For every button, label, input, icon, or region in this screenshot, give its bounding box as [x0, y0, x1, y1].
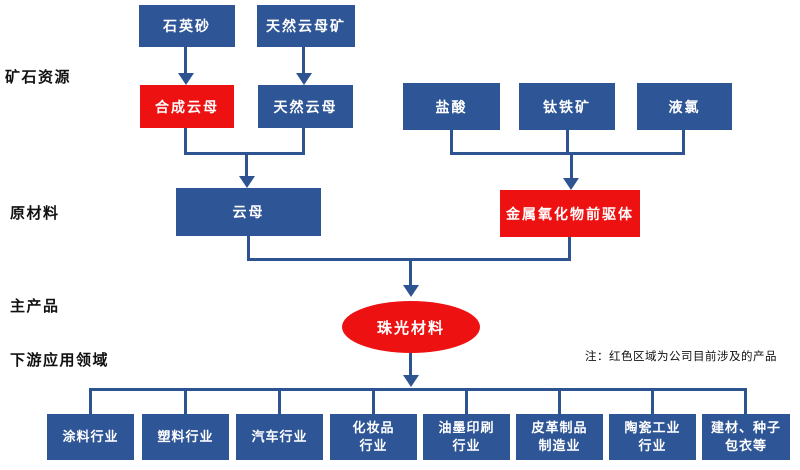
- connector-line: [465, 388, 468, 414]
- connector-line: [682, 130, 685, 155]
- connector-line: [450, 152, 685, 155]
- connector-line: [558, 388, 561, 414]
- node-industry-ceramics: 陶瓷工业 行业: [609, 414, 696, 460]
- arrowhead-down-icon: [403, 285, 419, 297]
- node-metal-oxide-precursor: 金属氧化物前驱体: [500, 190, 640, 237]
- connector-line: [566, 130, 569, 155]
- node-industry-cosmetics: 化妆品 行业: [330, 414, 417, 460]
- node-industry-automotive: 汽车行业: [236, 414, 323, 460]
- connector-line: [744, 388, 747, 414]
- node-natural-mica-ore: 天然云母矿: [257, 5, 355, 47]
- stage-label-main-product: 主产品: [10, 299, 60, 315]
- connector-line: [247, 236, 250, 261]
- stage-label-ore-resources: 矿石资源: [5, 70, 72, 86]
- node-natural-mica: 天然云母: [258, 85, 353, 128]
- connector-line: [278, 388, 281, 414]
- node-ilmenite: 钛铁矿: [519, 83, 615, 130]
- node-synthetic-mica: 合成云母: [140, 85, 234, 128]
- node-mica: 云母: [176, 188, 321, 236]
- connector-line: [184, 152, 305, 155]
- connector-line: [568, 237, 571, 261]
- connector-line: [245, 154, 248, 177]
- stage-label-downstream-fields: 下游应用领域: [10, 353, 110, 369]
- connector-line: [184, 388, 187, 414]
- connector-line: [184, 47, 187, 73]
- note-red-area-legend: 注：红色区域为公司目前涉及的产品: [585, 351, 777, 363]
- node-industry-plastics: 塑料行业: [142, 414, 229, 460]
- arrowhead-down-icon: [296, 73, 312, 85]
- connector-line: [372, 388, 375, 414]
- connector-line: [409, 353, 412, 375]
- arrowhead-down-icon: [178, 73, 194, 85]
- node-industry-ink-printing: 油墨印刷 行业: [423, 414, 510, 460]
- connector-line: [302, 128, 305, 154]
- connector-line: [570, 154, 573, 178]
- node-quartz-sand: 石英砂: [139, 5, 235, 47]
- arrowhead-down-icon: [403, 375, 419, 387]
- connector-line: [247, 258, 571, 261]
- node-liquid-chlorine: 液氯: [637, 83, 732, 130]
- connector-line: [302, 47, 305, 73]
- connector-line: [89, 388, 92, 414]
- arrowhead-down-icon: [563, 178, 579, 190]
- connector-line: [651, 388, 654, 414]
- connector-line: [89, 388, 747, 391]
- node-pearl-material: 珠光材料: [342, 301, 480, 353]
- arrowhead-down-icon: [239, 176, 255, 188]
- node-industry-leather: 皮革制品 制造业: [516, 414, 603, 460]
- connector-line: [409, 260, 412, 285]
- stage-label-raw-materials: 原材料: [10, 206, 60, 222]
- node-industry-coatings: 涂料行业: [47, 414, 134, 460]
- connector-line: [184, 128, 187, 154]
- node-industry-building-materials: 建材、种子 包衣等: [702, 414, 790, 460]
- connector-line: [450, 130, 453, 155]
- node-hydrochloric-acid: 盐酸: [403, 83, 500, 130]
